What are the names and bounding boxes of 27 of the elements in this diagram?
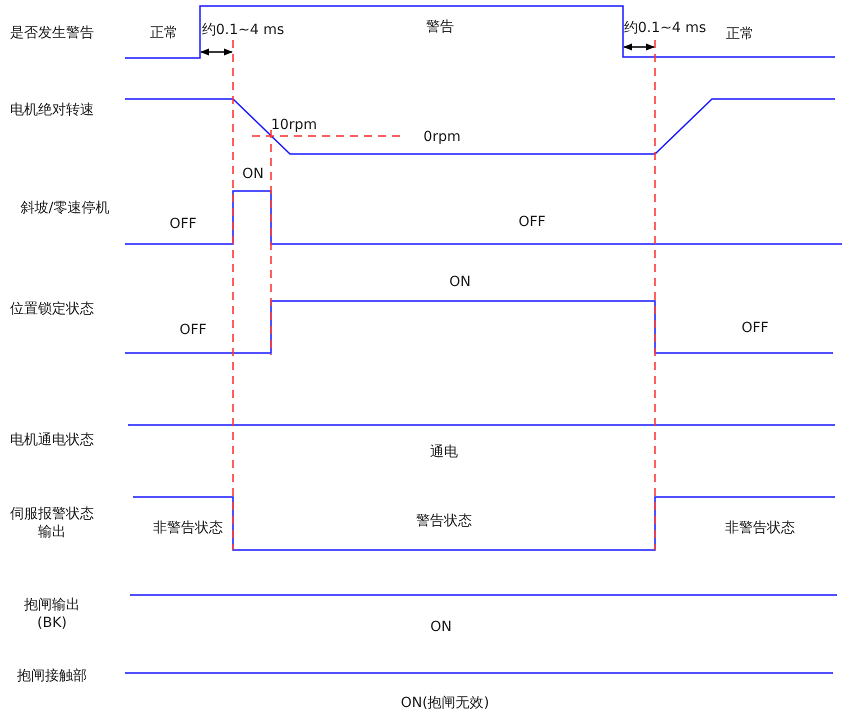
signal-name: 位置锁定状态 <box>10 300 94 318</box>
dimension-label: 约0.1~4 ms <box>202 21 284 39</box>
state-label: OFF <box>518 213 546 231</box>
state-label: OFF <box>179 321 207 339</box>
state-label: ON <box>449 273 471 291</box>
state-label: 正常 <box>150 24 178 42</box>
state-label: 正常 <box>726 25 754 43</box>
signal-name: 是否发生警告 <box>10 24 94 42</box>
state-label: ON(抱闸无效) <box>400 694 490 712</box>
state-label: OFF <box>741 319 769 337</box>
signal-name: 电机通电状态 <box>10 431 94 449</box>
signal-name: 斜坡/零速停机 <box>20 199 110 217</box>
state-label: ON <box>430 618 452 636</box>
state-label: 非警告状态 <box>725 519 795 537</box>
signal-name: 电机绝对转速 <box>10 101 94 119</box>
speed-label: 0rpm <box>423 128 461 146</box>
signal-name: 抱闸输出 (BK) <box>23 596 81 632</box>
state-label: ON <box>242 165 264 183</box>
state-label: 非警告状态 <box>153 519 223 537</box>
signal-name: 伺服报警状态输出 <box>9 505 95 541</box>
state-label: 通电 <box>430 443 458 461</box>
state-label: 警告 <box>426 18 454 36</box>
signal-name: 抱闸接触部 <box>17 667 87 685</box>
state-label: 警告状态 <box>416 512 472 530</box>
speed-label: 10rpm <box>270 116 318 134</box>
dimension-label: 约0.1~4 ms <box>624 19 706 37</box>
state-label: OFF <box>169 215 197 233</box>
